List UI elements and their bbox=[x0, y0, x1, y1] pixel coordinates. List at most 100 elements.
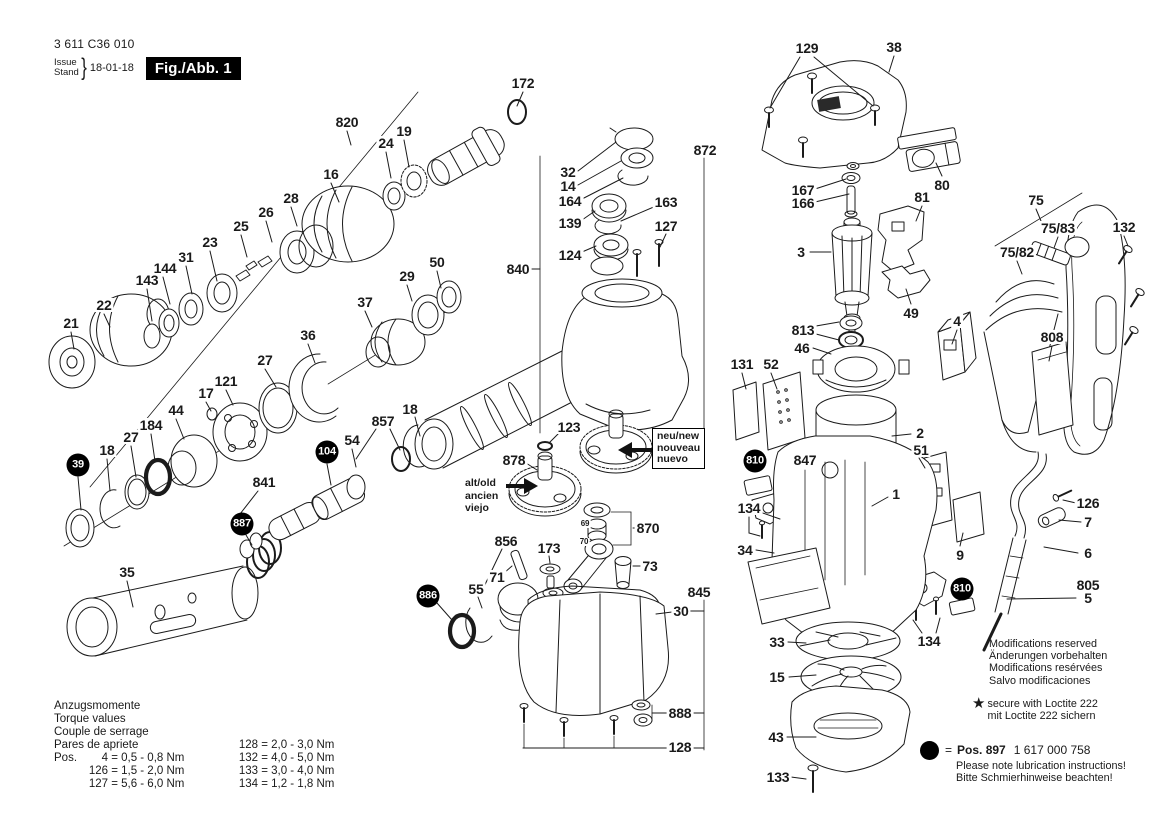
bracket-lines bbox=[63, 91, 1083, 751]
part-label-166: 166 bbox=[789, 195, 817, 211]
part-label-32: 32 bbox=[558, 164, 578, 180]
part-label-73: 73 bbox=[640, 558, 660, 574]
part-label-34: 34 bbox=[735, 542, 755, 558]
part-label-124: 124 bbox=[556, 247, 584, 263]
part-label-5: 5 bbox=[1082, 590, 1094, 606]
part-label-19: 19 bbox=[394, 123, 414, 139]
part-label-845: 845 bbox=[685, 584, 713, 600]
part-label-134: 134 bbox=[915, 633, 943, 649]
part-label-18: 18 bbox=[400, 401, 420, 417]
part-label-163: 163 bbox=[652, 194, 680, 210]
lubrication-pos-label: Pos. 897 bbox=[957, 743, 1006, 758]
chuck-assembly bbox=[48, 99, 527, 389]
part-label-127: 127 bbox=[652, 218, 680, 234]
part-label-14: 14 bbox=[558, 178, 578, 194]
drawing-header: 3 611 C36 010 Issue Stand } 18-01-18 Fig… bbox=[54, 37, 241, 82]
gear-wheels bbox=[506, 409, 654, 517]
new-part-arrow-icon bbox=[618, 442, 654, 458]
part-label-144: 144 bbox=[151, 260, 179, 276]
part-label-104: 104 bbox=[315, 440, 339, 464]
motor-top-assembly bbox=[761, 60, 961, 349]
part-label-33: 33 bbox=[767, 634, 787, 650]
part-label-820: 820 bbox=[333, 114, 361, 130]
part-label-70: 70 bbox=[578, 537, 590, 546]
part-label-55: 55 bbox=[466, 581, 486, 597]
lubrication-note-lines: Please note lubrication instructions!Bit… bbox=[956, 760, 1126, 785]
part-label-75: 75 bbox=[1026, 192, 1046, 208]
figure-label: Fig./Abb. 1 bbox=[145, 56, 241, 80]
document-part-number: 3 611 C36 010 bbox=[54, 37, 135, 51]
crankcase bbox=[518, 585, 670, 737]
part-label-7: 7 bbox=[1082, 514, 1094, 530]
part-label-857: 857 bbox=[369, 413, 397, 429]
part-label-28: 28 bbox=[281, 190, 301, 206]
part-label-26: 26 bbox=[256, 204, 276, 220]
part-label-29: 29 bbox=[397, 268, 417, 284]
part-label-75-82: 75/82 bbox=[997, 244, 1037, 260]
part-label-35: 35 bbox=[117, 564, 137, 580]
part-label-888: 888 bbox=[666, 705, 694, 721]
part-label-164: 164 bbox=[556, 193, 584, 209]
leader-lines bbox=[70, 55, 1129, 780]
part-label-872: 872 bbox=[691, 142, 719, 158]
part-label-129: 129 bbox=[793, 40, 821, 56]
part-label-813: 813 bbox=[789, 322, 817, 338]
power-cord bbox=[982, 451, 1073, 652]
part-label-1: 1 bbox=[890, 486, 902, 502]
part-label-131: 131 bbox=[728, 356, 756, 372]
part-label-870: 870 bbox=[634, 520, 662, 536]
part-label-39: 39 bbox=[66, 453, 90, 477]
main-housing bbox=[747, 435, 938, 645]
part-label-810: 810 bbox=[950, 577, 974, 601]
part-label-80: 80 bbox=[932, 177, 952, 193]
part-label-128: 128 bbox=[666, 739, 694, 755]
lubrication-note: = Pos. 897 1 617 000 758 Please note lub… bbox=[920, 741, 1126, 784]
part-label-50: 50 bbox=[427, 254, 447, 270]
part-label-30: 30 bbox=[671, 603, 691, 619]
brace-glyph: } bbox=[81, 54, 87, 81]
part-label-21: 21 bbox=[61, 315, 81, 331]
issue-stand-label: Issue Stand bbox=[54, 57, 79, 78]
part-label-840: 840 bbox=[504, 261, 532, 277]
part-label-15: 15 bbox=[767, 669, 787, 685]
part-label-132: 132 bbox=[1110, 219, 1138, 235]
part-label-121: 121 bbox=[212, 373, 240, 389]
part-label-126: 126 bbox=[1074, 495, 1102, 511]
part-label-23: 23 bbox=[200, 234, 220, 250]
part-label-878: 878 bbox=[500, 452, 528, 468]
part-label-184: 184 bbox=[137, 417, 165, 433]
part-label-167: 167 bbox=[789, 182, 817, 198]
part-label-810: 810 bbox=[743, 449, 767, 473]
part-label-4: 4 bbox=[951, 313, 963, 329]
part-label-856: 856 bbox=[492, 533, 520, 549]
part-label-71: 71 bbox=[487, 569, 507, 585]
part-label-54: 54 bbox=[342, 432, 362, 448]
part-label-81: 81 bbox=[912, 189, 932, 205]
part-label-46: 46 bbox=[792, 340, 812, 356]
part-label-3: 3 bbox=[795, 244, 807, 260]
part-label-172: 172 bbox=[509, 75, 537, 91]
part-label-139: 139 bbox=[556, 215, 584, 231]
black-dot-icon bbox=[920, 741, 939, 760]
issue-date: 18-01-18 bbox=[89, 62, 134, 74]
part-label-27: 27 bbox=[255, 352, 275, 368]
hammer-tube-front-parts bbox=[65, 280, 462, 548]
part-label-25: 25 bbox=[231, 218, 251, 234]
equals-sign: = bbox=[945, 743, 953, 758]
part-label-51: 51 bbox=[911, 442, 931, 458]
part-label-38: 38 bbox=[884, 39, 904, 55]
handle-assembly bbox=[937, 204, 1145, 455]
part-label-887: 887 bbox=[230, 512, 254, 536]
crank-parts bbox=[563, 502, 632, 594]
part-label-75-83: 75/83 bbox=[1038, 220, 1078, 236]
part-label-49: 49 bbox=[901, 305, 921, 321]
part-label-847: 847 bbox=[791, 452, 819, 468]
part-label-36: 36 bbox=[298, 327, 318, 343]
